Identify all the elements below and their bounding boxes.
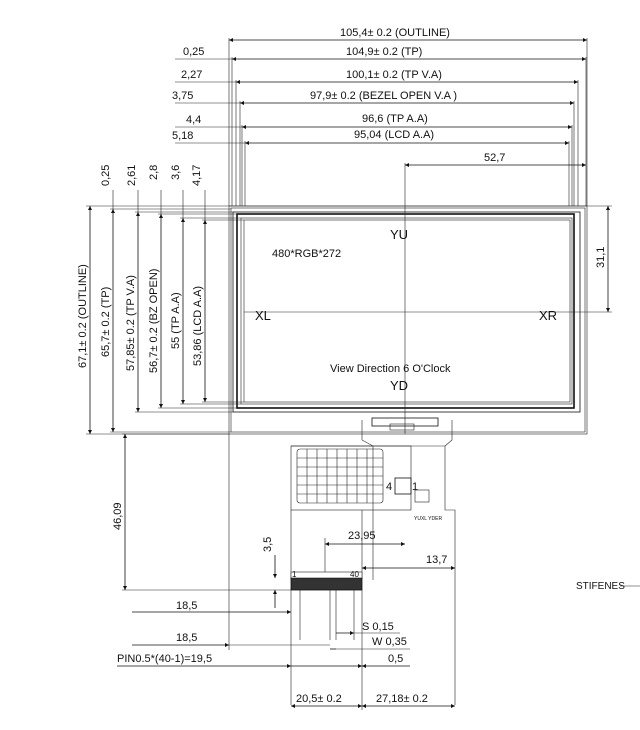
yd-label: YD — [390, 378, 408, 393]
fpc-width1-label: 23,95 — [348, 530, 376, 542]
bottom-left2-label: 18,5 — [176, 632, 197, 644]
lcd-aa-height-label: 53,86 (LCD A.A) — [192, 286, 204, 366]
top-dimensions: 105,4± 0.2 (OUTLINE) 104,9± 0.2 (TP) 100… — [172, 27, 588, 206]
conn-pin-b: 1 — [412, 481, 418, 493]
fpc-tail: 4 1 YUXL YDER 1 40 — [290, 417, 456, 705]
bottom-width-left-label: 20,5± 0.2 — [296, 693, 342, 705]
width-label: W 0,35 — [372, 636, 407, 648]
fpc-offset-label: 3,5 — [262, 537, 274, 552]
left-offset-3: 3,75 — [172, 90, 193, 102]
yu-label: YU — [390, 227, 408, 242]
fpc-width2-label: 13,7 — [426, 554, 447, 566]
bottom-dimensions: 18,5 18,5 PIN0.5*(40-1)=19,5 S 0,15 W 0,… — [117, 434, 455, 710]
vert-offset-4: 3,6 — [170, 165, 182, 180]
pitch-label: 0,5 — [388, 653, 403, 665]
fpc-dimensions: 46,09 3,5 23,95 13,7 STIFENES — [112, 433, 640, 608]
center-width-label: 52,7 — [484, 152, 505, 164]
tp-aa-width-label: 96,6 (TP A.A) — [362, 113, 428, 125]
xr-label: XR — [539, 308, 557, 323]
fpc-height-label: 46,09 — [112, 502, 124, 530]
component-grid — [297, 449, 383, 503]
resolution-label: 480*RGB*272 — [272, 248, 341, 260]
display-labels: 480*RGB*272 YU YD XL XR View Direction 6… — [255, 227, 557, 393]
pin-pitch-label: PIN0.5*(40-1)=19,5 — [117, 653, 212, 665]
view-direction-label: View Direction 6 O'Clock — [330, 363, 451, 375]
right-height-label: 31,1 — [595, 247, 607, 268]
outline-width-label: 105,4± 0.2 (OUTLINE) — [340, 27, 450, 39]
vert-offset-2: 2,61 — [126, 165, 138, 186]
bz-open-height-label: 56,7± 0.2 (BZ OPEN) — [148, 269, 160, 373]
tp-va-width-label: 100,1± 0.2 (TP V.A) — [346, 69, 442, 81]
lcd-aa-width-label: 95,04 (LCD A.A) — [354, 129, 434, 141]
right-dimension: 31,1 — [595, 206, 610, 312]
vert-offset-1: 0,25 — [100, 165, 112, 186]
bottom-left1-label: 18,5 — [176, 600, 197, 612]
bezel-width-label: 97,9± 0.2 (BEZEL OPEN V.A ) — [310, 90, 457, 102]
left-offset-1: 0,25 — [183, 46, 204, 58]
stiffener-label: STIFENES — [576, 581, 625, 592]
vert-offset-3: 2,8 — [148, 165, 160, 180]
vert-offset-5: 4,17 — [191, 165, 203, 186]
tp-aa-height-label: 55 (TP A.A) — [170, 292, 182, 349]
left-offset-2: 2,27 — [181, 69, 202, 81]
bottom-width-right-label: 27,18± 0.2 — [376, 693, 428, 705]
center-lines — [244, 163, 612, 434]
left-dimensions: 0,25 2,61 2,8 3,6 4,17 67,1± 0.2 (OUTLIN… — [77, 165, 612, 435]
part-label: YUXL YDER — [414, 516, 442, 522]
left-offset-4: 4,4 — [186, 114, 201, 126]
left-offset-5: 5,18 — [172, 130, 193, 142]
tp-width-label: 104,9± 0.2 (TP) — [346, 46, 422, 58]
outline-height-label: 67,1± 0.2 (OUTLINE) — [77, 264, 89, 368]
conn-pin-a: 4 — [386, 481, 392, 493]
space-label: S 0,15 — [362, 621, 394, 633]
tp-height-label: 65,7± 0.2 (TP) — [100, 287, 112, 357]
xl-label: XL — [255, 308, 271, 323]
pin-first-label: 1 — [292, 570, 297, 579]
pin-last-label: 40 — [350, 570, 359, 579]
tp-va-height-label: 57,85± 0.2 (TP V.A) — [125, 275, 137, 371]
